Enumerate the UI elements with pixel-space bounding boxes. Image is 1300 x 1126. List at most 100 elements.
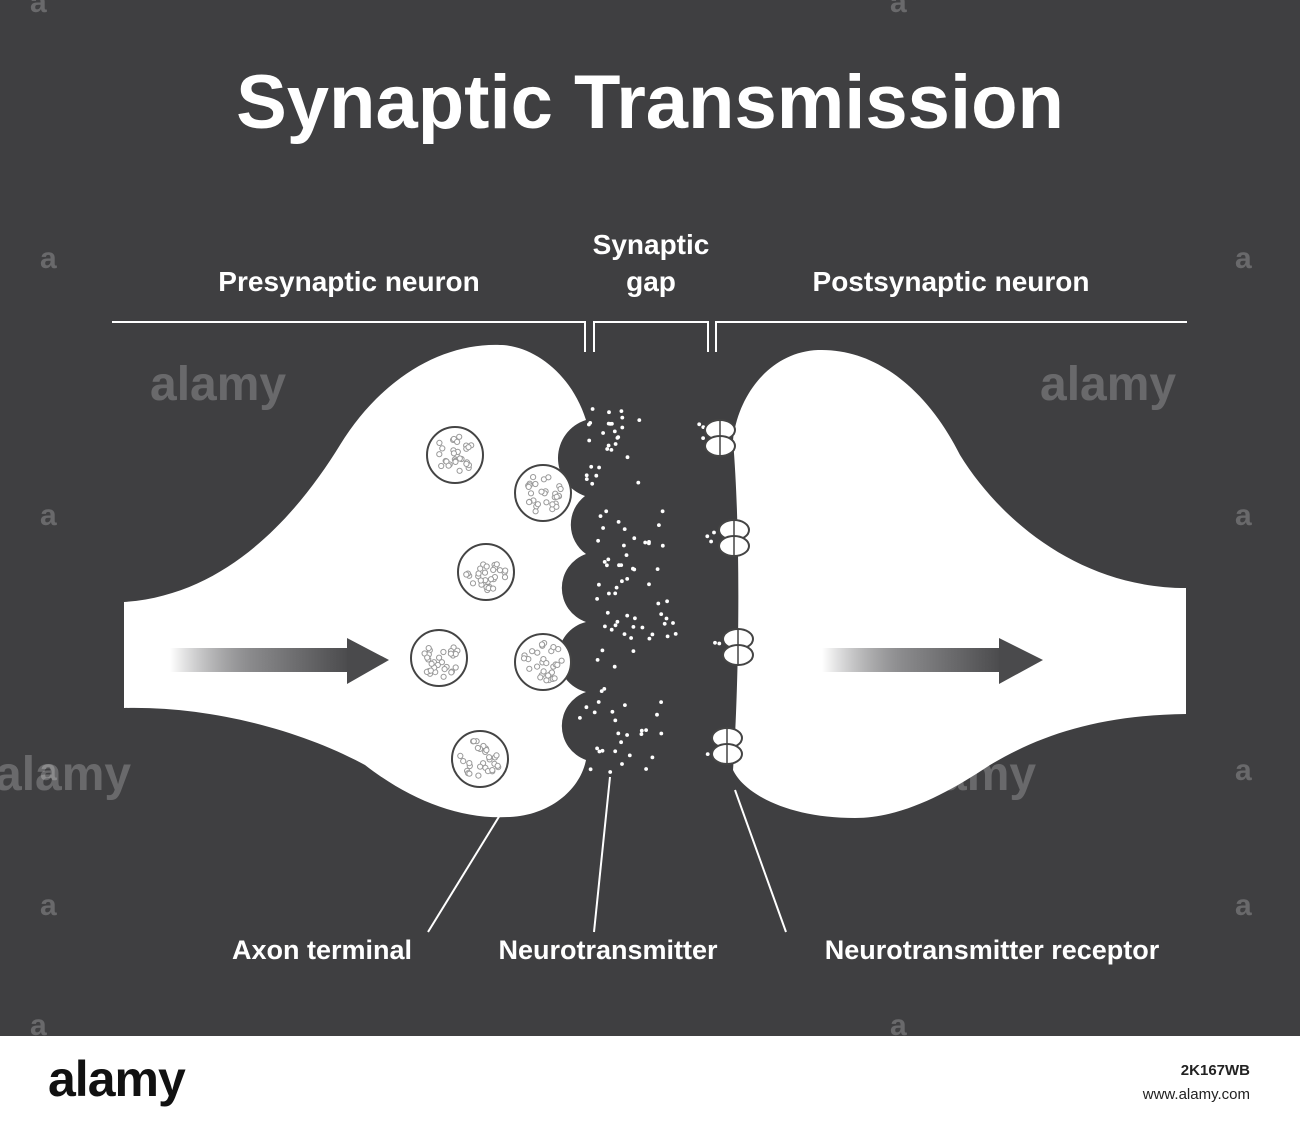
neurotransmitter-particle: [705, 534, 710, 539]
neurotransmitter-receptor: [722, 628, 754, 666]
neurotransmitter-particle: [656, 601, 661, 606]
neurotransmitter-particle: [662, 621, 667, 626]
neurotransmitter-particle: [604, 509, 609, 514]
alamy-watermark-letter: a: [40, 242, 57, 275]
neurotransmitter-particle: [595, 746, 599, 751]
neurotransmitter-receptor-label: Neurotransmitter receptor: [825, 935, 1160, 965]
neurotransmitter-particle: [608, 770, 613, 774]
neurotransmitter-particle: [597, 749, 602, 754]
synaptic-gap-label-line2: gap: [626, 266, 676, 297]
alamy-watermark-letter: a: [40, 889, 57, 922]
neurotransmitter-particle: [650, 755, 655, 760]
neurotransmitter-particle: [624, 553, 629, 557]
synaptic-vesicle: [410, 629, 468, 687]
neurotransmitter-label: Neurotransmitter: [498, 935, 718, 965]
source-url: www.alamy.com: [1142, 1086, 1250, 1103]
alamy-watermark-letter: a: [30, 0, 47, 19]
neurotransmitter-particle: [620, 579, 624, 584]
neurotransmitter-particle: [659, 612, 664, 616]
neurotransmitter-particle: [644, 728, 648, 732]
synaptic-vesicle: [514, 633, 572, 691]
right-nerve-impulse-label: Nerve impulse: [839, 595, 1024, 625]
neurotransmitter-particle: [701, 436, 705, 440]
neurotransmitter-particle: [601, 526, 605, 530]
alamy-watermark: alamy: [150, 358, 286, 411]
image-id: 2K167WB: [1180, 1062, 1250, 1079]
axon-terminal-leader: [427, 814, 501, 933]
neurotransmitter-particle: [584, 473, 589, 478]
neurotransmitter-particle: [647, 582, 651, 587]
neurotransmitter-particle: [592, 710, 597, 715]
neurotransmitter-particle: [717, 641, 722, 646]
neurotransmitter-particle: [613, 591, 618, 596]
neurotransmitter-particle: [610, 709, 615, 714]
neurotransmitter-particle: [605, 610, 610, 615]
watermark-layer: alamyalamyalamyalamyaaaaaaaaaaaa: [0, 0, 1252, 1036]
neurotransmitter-particle: [602, 560, 607, 564]
neurotransmitter-particle: [597, 582, 601, 587]
neurotransmitter-leader: [593, 776, 611, 933]
neurotransmitter-particle: [612, 664, 617, 669]
neurotransmitter-particle: [619, 409, 624, 413]
neurotransmitter-particle: [605, 563, 609, 568]
neurotransmitter-particle: [588, 767, 593, 772]
alamy-watermark-letter: a: [1235, 889, 1252, 922]
neurotransmitter-particle: [589, 464, 594, 469]
synaptic-vesicle: [426, 426, 484, 484]
neurotransmitter-particle: [595, 597, 599, 601]
stock-footer: alamy 2K167WB www.alamy.com: [0, 1036, 1300, 1126]
alamy-watermark-letter: a: [40, 754, 57, 787]
neurotransmitter-particle: [632, 536, 637, 541]
alamy-watermark-letter: a: [1235, 242, 1252, 275]
neurotransmitter-particle: [629, 636, 633, 640]
neurotransmitter-particle: [655, 712, 659, 717]
neurotransmitter-particle: [622, 543, 626, 548]
neurotransmitter-particle: [631, 649, 636, 653]
neurotransmitter-particle: [650, 632, 655, 637]
neurotransmitter-particles: [578, 407, 727, 774]
presynaptic-neuron: [124, 344, 586, 818]
alamy-watermark-letter: a: [40, 499, 57, 532]
neurotransmitter-particle: [615, 619, 620, 624]
neurotransmitter-particle: [613, 749, 618, 754]
neurotransmitter-particle: [605, 447, 610, 451]
neurotransmitter-particle: [640, 625, 645, 630]
neurotransmitter-particle: [609, 627, 614, 632]
synaptic-vesicles: [410, 426, 572, 788]
neurotransmitter-particle: [595, 658, 600, 662]
synaptic-vesicle: [514, 464, 572, 522]
alamy-watermark-letter: a: [890, 1009, 907, 1036]
neurotransmitter-particle: [639, 732, 644, 736]
neurotransmitter-particle: [627, 753, 632, 758]
neurotransmitter-particle: [607, 591, 611, 596]
axon-terminal-label: Axon terminal: [232, 935, 412, 965]
presynaptic-neuron-label: Presynaptic neuron: [218, 266, 479, 297]
neurotransmitter-particle: [647, 636, 652, 641]
postsynaptic-neuron: [733, 349, 1186, 818]
neurotransmitter-particle: [601, 431, 605, 435]
right-impulse-arrow: [822, 638, 1043, 684]
neurotransmitter-particle: [590, 407, 595, 411]
neurotransmitter-particle: [606, 443, 611, 448]
alamy-logo: alamy: [48, 1051, 186, 1107]
neurotransmitter-receptors: [704, 419, 754, 765]
neurotransmitter-particle: [625, 733, 629, 737]
neurotransmitter-particle: [709, 539, 713, 544]
neurotransmitter-particle: [671, 621, 675, 625]
neurotransmitter-particle: [712, 530, 716, 535]
alamy-watermark: alamy: [1040, 358, 1176, 411]
callout-lines: [427, 776, 787, 933]
gap-bracket: [593, 321, 709, 352]
neurotransmitter-particle: [697, 422, 702, 427]
alamy-watermark-letter: a: [890, 0, 907, 19]
neurotransmitter-particle: [613, 623, 618, 628]
alamy-watermark-letter: a: [1235, 754, 1252, 787]
neurotransmitter-particle: [612, 429, 617, 434]
neurotransmitter-particle: [622, 632, 627, 636]
neurotransmitter-particle: [660, 509, 665, 514]
neurotransmitter-particle: [599, 689, 604, 693]
neurotransmitter-receptor: [711, 727, 743, 765]
neurotransmitter-particle: [609, 448, 614, 452]
synaptic-gap-label-line1: Synaptic: [593, 229, 710, 260]
neurotransmitter-particle: [598, 514, 603, 518]
